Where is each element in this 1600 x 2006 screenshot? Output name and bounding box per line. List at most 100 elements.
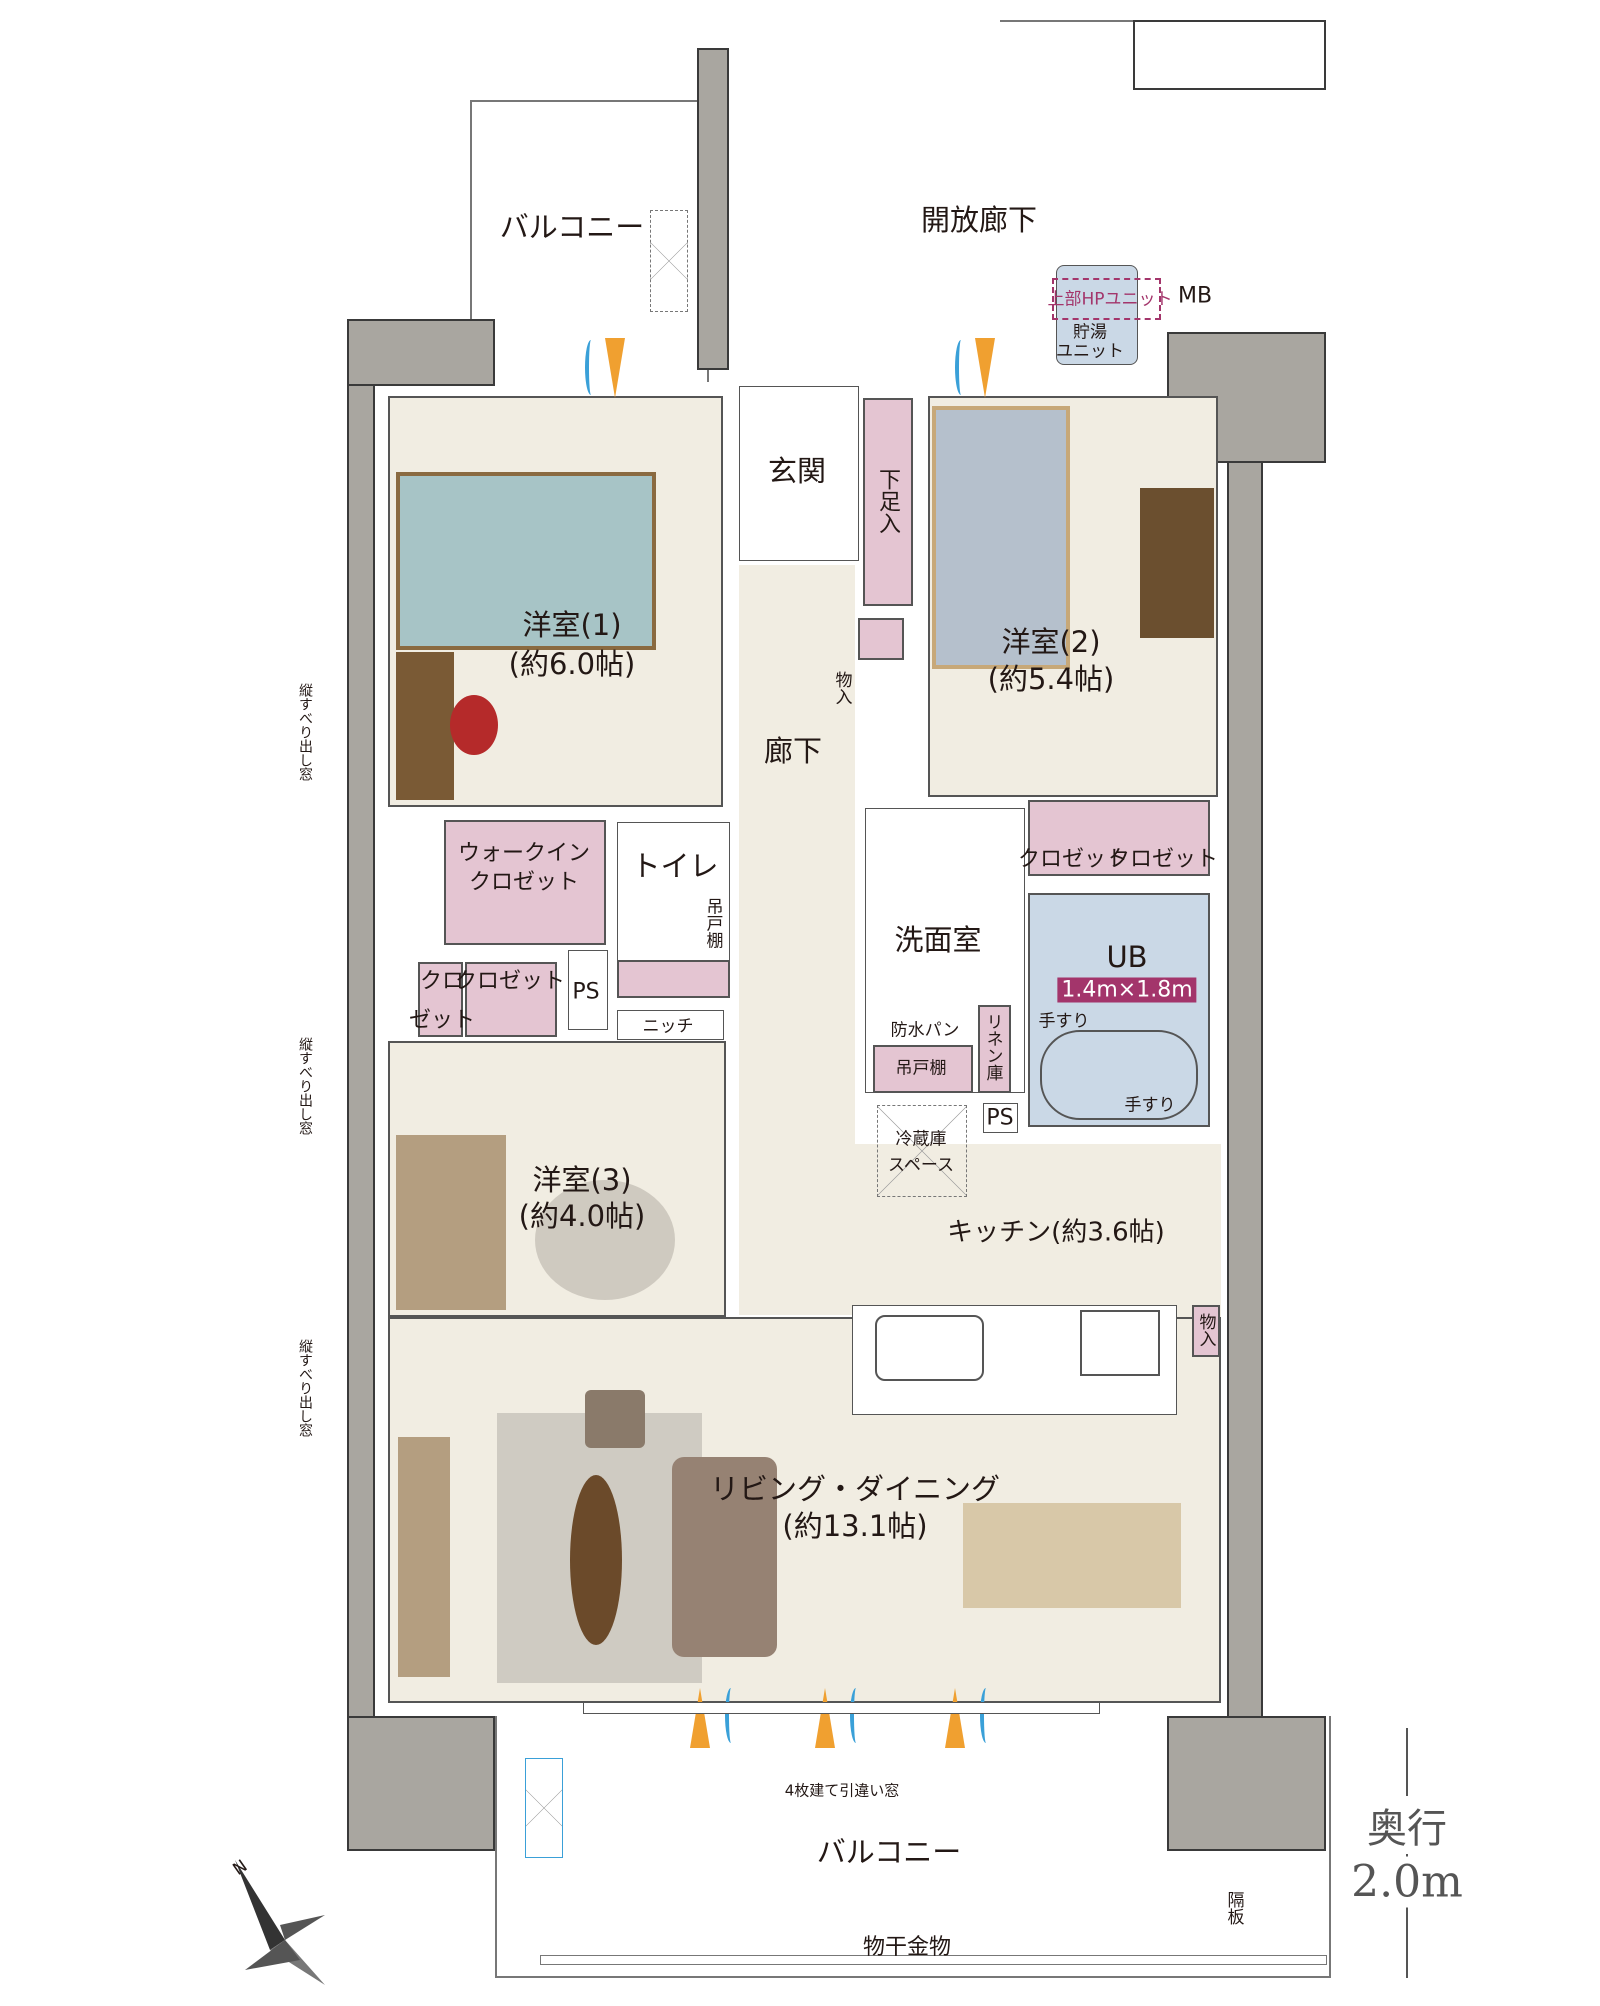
label-toilet: トイレ (631, 849, 719, 883)
label-ld-name: リビング・ダイニング (709, 1472, 1001, 1506)
compass-icon (235, 1860, 325, 1985)
ps-box-1 (568, 950, 608, 1030)
label-room1-name: 洋室(1) (522, 608, 622, 642)
airflow-wave (725, 1688, 737, 1743)
balcony-top-storage (650, 210, 688, 312)
label-room3-size: (約4.0帖) (518, 1199, 646, 1233)
label-waterproof-pan: 防水パン (890, 1020, 960, 1041)
label-open-corridor: 開放廊下 (920, 203, 1038, 237)
label-entrance: 玄関 (767, 454, 827, 488)
label-balcony-top: バルコニー (499, 210, 645, 244)
airflow-wave (850, 1688, 862, 1743)
stove (1080, 1310, 1160, 1376)
wall-left (347, 319, 375, 1851)
tv-board (398, 1437, 450, 1677)
label-ps-1: PS (572, 979, 600, 1005)
label-hall-storage: 物入 (831, 671, 852, 705)
label-room1-size: (約6.0帖) (508, 647, 636, 681)
wall-right (1227, 386, 1263, 1786)
label-kitchen: キッチン(約3.6帖) (947, 1217, 1165, 1248)
clothes-hanger-bar (540, 1955, 1327, 1965)
label-room2-size: (約5.4帖) (987, 662, 1115, 696)
label-clothes-hanger: 物干金物 (862, 1935, 952, 1960)
wall-block-top (1133, 20, 1326, 90)
niche-box (617, 1010, 724, 1040)
label-closet-r3-a1: クロ (419, 969, 465, 994)
label-depth-value: 2.0m (1351, 1856, 1463, 1908)
toilet-shelf (617, 960, 730, 998)
desk-room3 (396, 1135, 506, 1310)
label-closet-r2-a: クロゼット (1017, 847, 1129, 872)
label-closet-r3-a2: ゼット (408, 1008, 476, 1033)
label-window-1: 縦すべり出し窓 (297, 683, 313, 781)
airflow-wave (980, 1688, 992, 1743)
wall-block-tl (347, 319, 495, 386)
coffee-table (570, 1475, 622, 1645)
mb-unit (1056, 265, 1138, 365)
label-partition: 隔板 (1223, 1891, 1244, 1925)
label-shoe-storage: 下足入 (875, 468, 900, 534)
label-closet-r3-b: クロゼット (454, 969, 566, 994)
walk-in-closet (444, 820, 606, 945)
label-kitchen-storage: 物入 (1195, 1313, 1216, 1347)
entrance-area (739, 386, 859, 561)
label-room3-name: 洋室(3) (532, 1163, 632, 1197)
hp-unit-outline (1052, 278, 1161, 320)
label-hp-unit: 上部HPユニット (1047, 289, 1173, 310)
airflow-arrow (945, 1688, 965, 1748)
hall-storage (858, 618, 904, 660)
airflow-arrow (815, 1688, 835, 1748)
dining-table (963, 1503, 1181, 1608)
chair-room1 (450, 695, 498, 755)
kitchen-counter (852, 1305, 1177, 1415)
label-wic-1: ウォークイン (457, 841, 591, 866)
wall-block-bl (347, 1716, 495, 1851)
label-linen: リネン庫 (982, 1013, 1003, 1081)
label-storage-unit-2: ユニット (1056, 341, 1124, 362)
ottoman (585, 1390, 645, 1448)
bathtub (1040, 1030, 1198, 1120)
label-ub-size: 1.4m×1.8m (1057, 977, 1197, 1003)
label-window-2: 縦すべり出し窓 (297, 1037, 313, 1135)
bed-room2 (932, 406, 1070, 669)
sliding-window-frame (583, 1702, 1100, 1714)
label-niche: ニッチ (642, 1016, 694, 1037)
wall-block-br (1167, 1716, 1326, 1851)
kitchen-storage (1192, 1305, 1220, 1357)
label-wash-shelf: 吊戸棚 (895, 1058, 947, 1079)
sofa (672, 1457, 777, 1657)
label-sliding-window: 4枚建て引違い窓 (784, 1781, 900, 1800)
label-mb: MB (1177, 283, 1213, 309)
label-fridge-1: 冷蔵庫 (895, 1129, 947, 1150)
ps-box-2 (983, 1103, 1018, 1133)
desk-room2 (1140, 488, 1214, 638)
label-ub: UB (1106, 940, 1148, 974)
label-ps-2: PS (986, 1105, 1014, 1131)
label-depth: 奥行 (1367, 1796, 1447, 1854)
label-ld-size: (約13.1帖) (782, 1509, 928, 1543)
closet-room3-b (465, 962, 557, 1037)
balcony-bottom (495, 1716, 1331, 1978)
shoe-storage (863, 398, 913, 606)
label-handrail-1: 手すり (1038, 1011, 1090, 1032)
closet-room3-a (418, 962, 463, 1037)
label-room2-name: 洋室(2) (1001, 625, 1101, 659)
rug-room3 (535, 1180, 675, 1300)
label-washroom: 洗面室 (894, 923, 982, 957)
corridor-floor (739, 565, 855, 1315)
label-closet-r2-b: クロゼット (1107, 847, 1219, 872)
label-storage-unit-1: 貯湯 (1073, 322, 1107, 343)
closet-room2 (1028, 800, 1210, 876)
airflow-arrow (690, 1688, 710, 1748)
airflow-wave (585, 340, 597, 395)
wall-balcony-divider (697, 48, 729, 370)
fridge-space (877, 1105, 967, 1197)
balcony-storage (525, 1758, 563, 1858)
label-window-3: 縦すべり出し窓 (297, 1339, 313, 1437)
bed-room1 (396, 472, 656, 650)
linen-storage (978, 1005, 1011, 1093)
airflow-wave (955, 340, 967, 395)
hanging-shelf-wash (873, 1045, 973, 1093)
label-balcony-bottom: バルコニー (816, 1835, 962, 1869)
